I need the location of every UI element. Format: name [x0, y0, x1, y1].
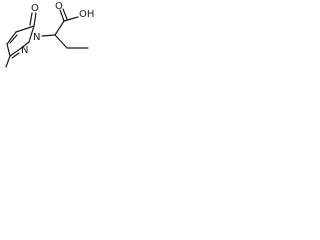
ring-bond-c3-c4: [6, 43, 11, 57]
alpha-carboxyl-bond: [54, 20, 65, 36]
structure-canvas: O N N O OH: [0, 0, 98, 78]
ring-bond-c5-c6: [15, 25, 35, 33]
ring-nitrogen-2-label: N: [21, 45, 28, 56]
ring-bond-c4-c5-double: [9, 34, 18, 44]
carboxyl-c-o-double: [59, 9, 65, 22]
methyl-bond: [5, 55, 11, 68]
carboxyl-c-o-double-2: [62, 8, 68, 20]
ring-bond-n2-c3: [9, 48, 21, 57]
ring-bond-c4-c5: [6, 31, 17, 45]
ring-bond-n1-n2: [19, 41, 30, 50]
carbonyl-bond-double: [29, 12, 33, 26]
acid-oxygen-label: O: [55, 1, 63, 12]
molecule-drawing: O N N O OH: [5, 1, 94, 68]
carbonyl-bond: [33, 12, 37, 27]
n-alpha-bond: [41, 34, 56, 37]
ring-nitrogen-label: N: [33, 32, 40, 43]
ring-bond-c6-n1: [28, 25, 35, 43]
carboxyl-c-oh: [63, 16, 79, 22]
ring-bond-n2-c3-double: [11, 52, 20, 59]
carbonyl-oxygen-label: O: [31, 3, 39, 14]
ethyl-bond-1: [54, 34, 68, 49]
hydroxyl-label: OH: [79, 9, 94, 20]
